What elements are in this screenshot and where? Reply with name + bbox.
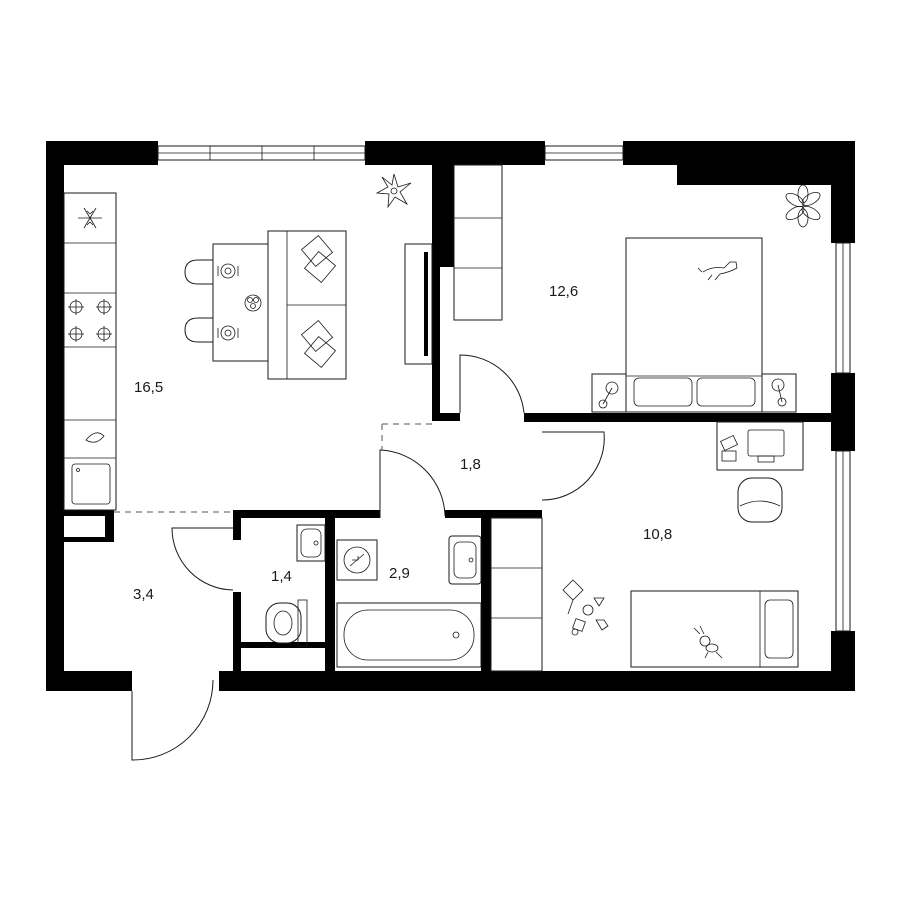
freezer-icon [78, 207, 102, 229]
zone-boundaries [114, 423, 432, 513]
desk [716, 421, 804, 471]
exterior-walls [46, 141, 855, 691]
windows [157, 145, 851, 632]
bathroom-sink [448, 535, 482, 585]
kitchen-counter [63, 192, 117, 511]
area-label-bedroom: 12,6 [549, 283, 578, 300]
interior-walls [64, 165, 831, 671]
area-label-hallway: 1,8 [460, 456, 481, 473]
sofa [267, 230, 347, 380]
area-label-living-kitchen: 16,5 [134, 379, 163, 396]
plant-icon [785, 184, 821, 228]
dishwasher-icon [71, 463, 111, 505]
area-label-kids-room: 10,8 [643, 526, 672, 543]
plant-icon [375, 173, 412, 209]
doors [131, 354, 605, 761]
area-label-toilet: 1,4 [271, 568, 292, 585]
dining-chairs [184, 259, 213, 343]
toilet [265, 599, 308, 647]
area-label-entrance: 3,4 [133, 586, 154, 603]
tv-unit [404, 243, 433, 365]
single-bed [630, 590, 799, 668]
double-bed [625, 237, 763, 413]
toilet-sink [296, 524, 326, 562]
stove-icon [68, 299, 112, 342]
hallway-closet [490, 517, 543, 672]
wardrobe [453, 164, 503, 321]
room-labels: 16,5 12,6 1,8 2,9 1,4 3,4 10,8 [133, 283, 672, 603]
toys-icon [562, 579, 609, 636]
desk-chair [737, 477, 783, 523]
area-label-bathroom: 2,9 [389, 565, 410, 582]
washing-machine [336, 539, 378, 581]
bathtub [336, 602, 482, 668]
dining-table [212, 243, 269, 362]
nightstands [591, 373, 797, 413]
sink-icon [85, 432, 105, 443]
